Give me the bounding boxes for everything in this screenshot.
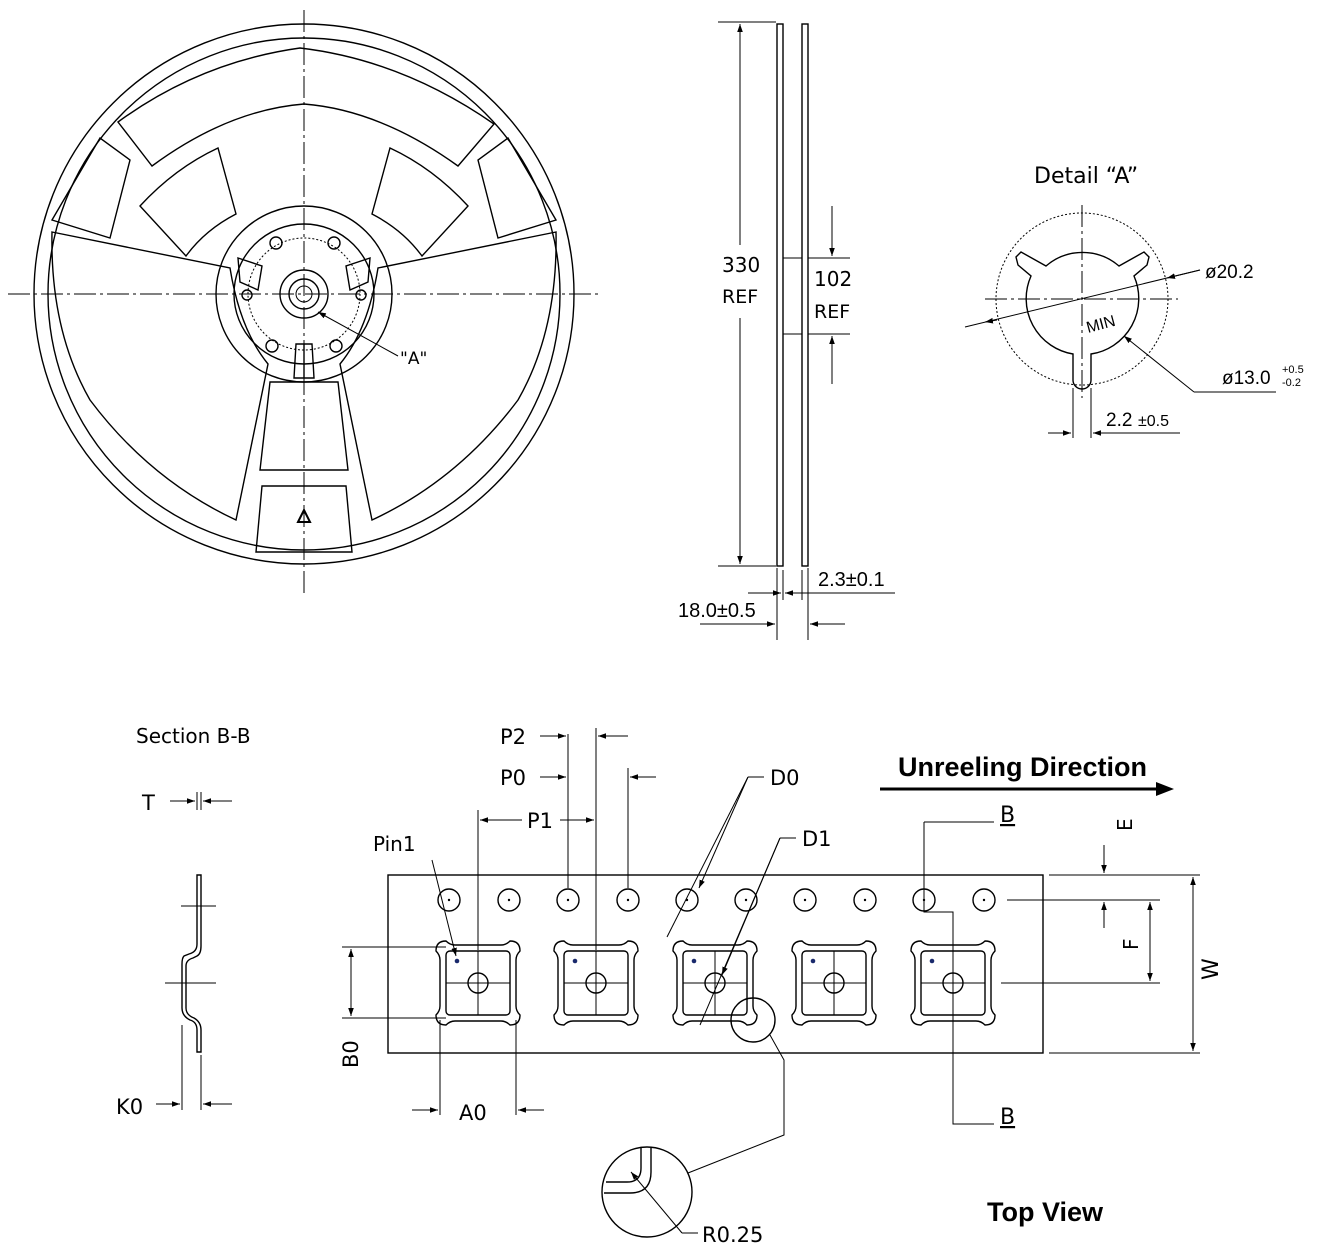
hub-value: 102 <box>814 267 852 291</box>
pocket-1 <box>435 940 521 1026</box>
hole-tolerance-plus: +0.5 <box>1282 364 1304 376</box>
slot-width-dim: 2.2 <box>1106 410 1132 431</box>
t-label: T <box>141 791 155 815</box>
reel-width-dim: 18.0±0.5 <box>678 600 756 622</box>
radius-label: R0.25 <box>702 1223 763 1247</box>
p1-label: P1 <box>527 809 553 833</box>
reel-front-view <box>8 10 600 595</box>
d1-label: D1 <box>802 827 832 851</box>
diameter-value: 330 <box>722 253 760 277</box>
k0-label: K0 <box>116 1095 143 1119</box>
unreeling-direction-label: Unreeling Direction <box>898 752 1147 782</box>
sprocket-holes <box>437 888 996 912</box>
e-label: E <box>1113 818 1137 831</box>
section-bb-title: Section B-B <box>136 724 251 748</box>
detail-a-callout: "A" <box>400 349 427 369</box>
b0-label: B0 <box>339 1040 363 1068</box>
section-mark-bottom: B <box>1000 1105 1015 1130</box>
a0-label: A0 <box>459 1101 487 1125</box>
d0-label: D0 <box>770 766 800 790</box>
reel-side-view <box>700 21 895 640</box>
pocket-4 <box>791 940 877 1026</box>
section-bb-drawing <box>156 792 232 1110</box>
carrier-tape-top-view <box>342 728 1200 1238</box>
f-label: F <box>1119 938 1143 950</box>
section-mark-top: B <box>1000 803 1015 828</box>
w-label: W <box>1199 958 1224 980</box>
detail-a-drawing <box>964 205 1276 438</box>
top-view-label: Top View <box>987 1197 1104 1227</box>
pin1-label: Pin1 <box>373 832 416 856</box>
hub-ref: REF <box>814 301 850 323</box>
pocket-3 <box>672 940 758 1026</box>
hole-diameter-dim: ø13.0 <box>1222 368 1271 389</box>
outer-diameter-dim: ø20.2 <box>1205 262 1254 283</box>
diameter-ref: REF <box>722 286 758 308</box>
flange-thickness-dim: 2.3±0.1 <box>818 569 885 591</box>
hole-tolerance-minus: -0.2 <box>1282 377 1301 389</box>
p0-label: P0 <box>500 766 526 790</box>
detail-a-title: Detail “A” <box>1034 164 1138 189</box>
p2-label: P2 <box>500 725 526 749</box>
pocket-2 <box>553 940 639 1026</box>
slot-width-tolerance: ±0.5 <box>1138 413 1169 430</box>
min-label: MIN <box>1085 313 1118 337</box>
